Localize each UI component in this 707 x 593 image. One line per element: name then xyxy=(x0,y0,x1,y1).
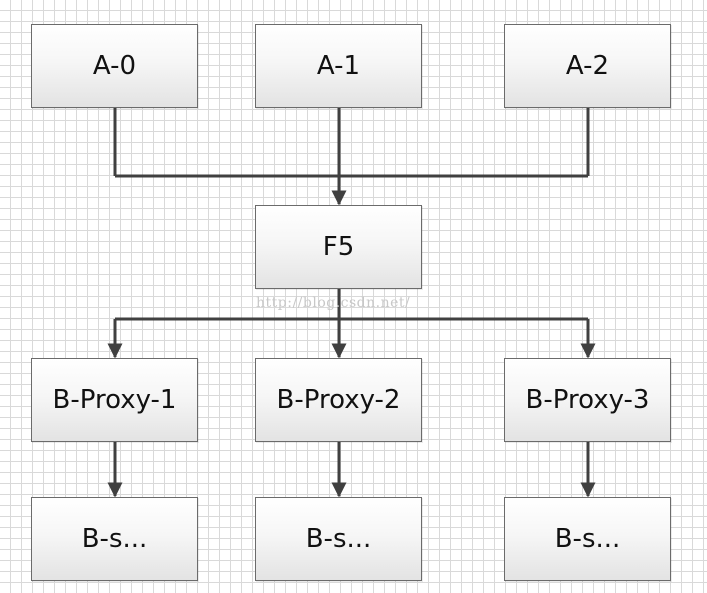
node-bs3[interactable]: B-s... xyxy=(504,497,671,581)
node-bproxy2[interactable]: B-Proxy-2 xyxy=(255,358,422,442)
watermark-text: http://blog.csdn.net/ xyxy=(256,295,411,311)
node-a0[interactable]: A-0 xyxy=(31,24,198,108)
node-bs1[interactable]: B-s... xyxy=(31,497,198,581)
node-bs2[interactable]: B-s... xyxy=(255,497,422,581)
node-bproxy1[interactable]: B-Proxy-1 xyxy=(31,358,198,442)
node-bproxy3[interactable]: B-Proxy-3 xyxy=(504,358,671,442)
node-a1[interactable]: A-1 xyxy=(255,24,422,108)
node-f5[interactable]: F5 xyxy=(255,205,422,289)
node-a2[interactable]: A-2 xyxy=(504,24,671,108)
